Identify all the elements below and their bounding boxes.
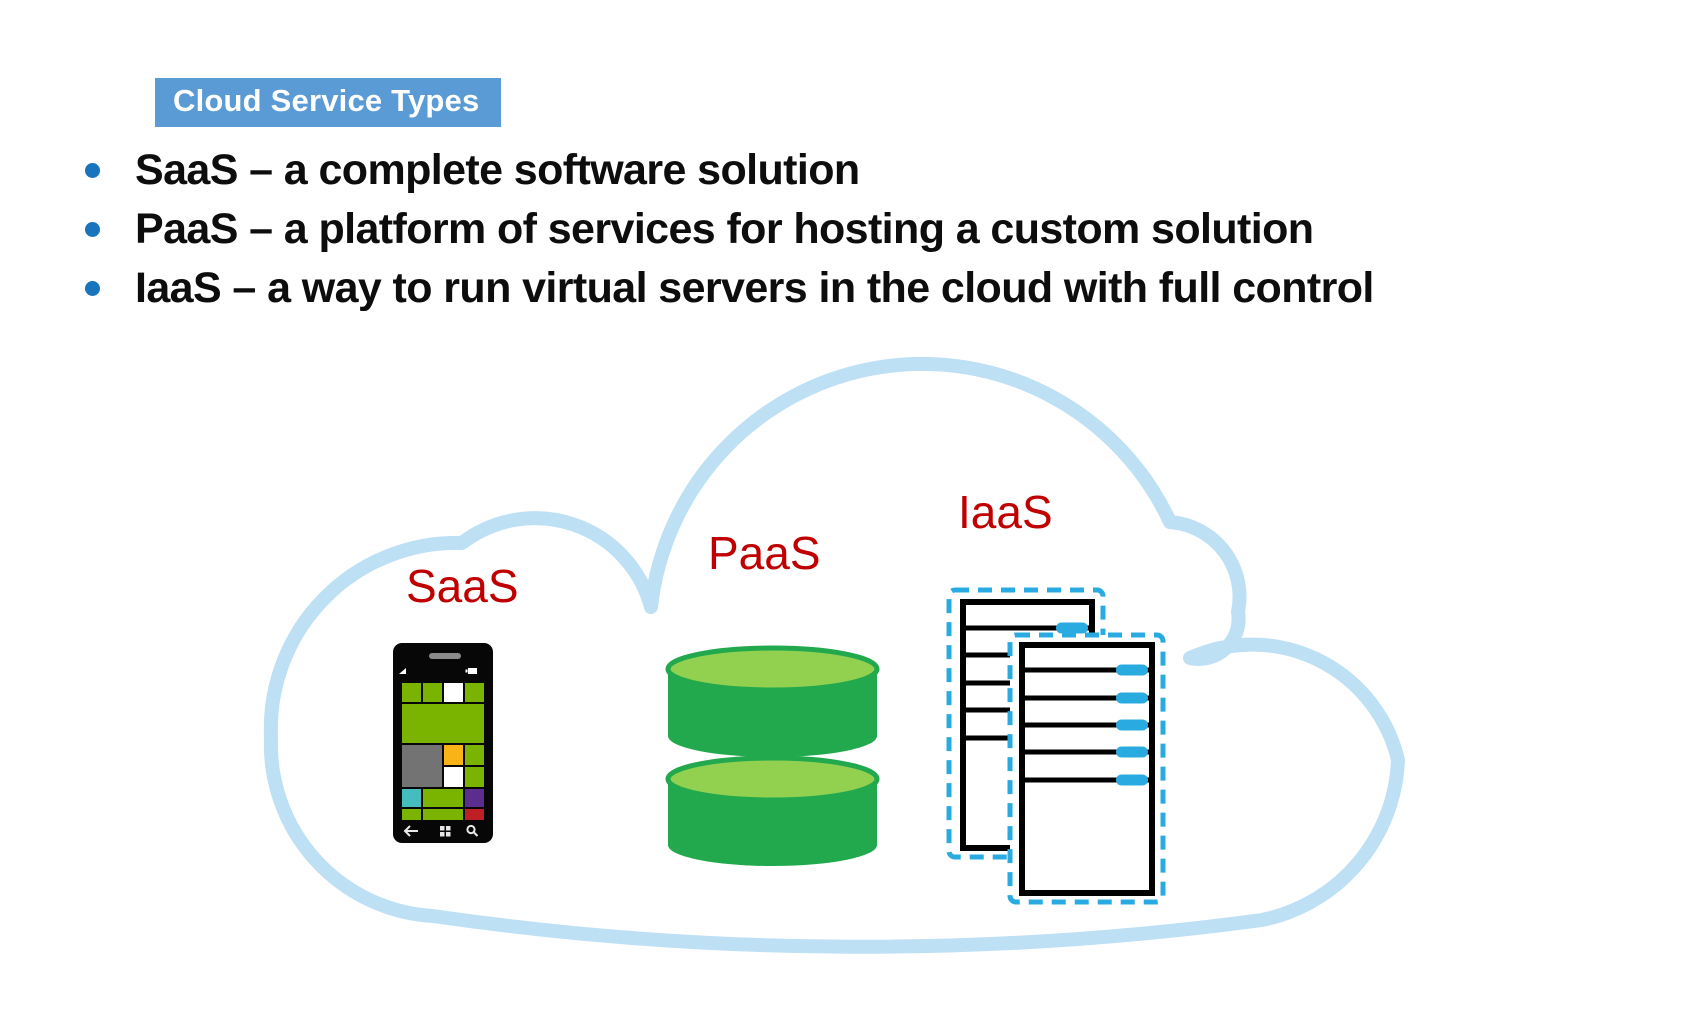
- bullet-text: SaaS – a complete software solution: [135, 146, 860, 194]
- bullet-item-iaas: IaaS – a way to run virtual servers in t…: [85, 259, 1374, 318]
- bullet-item-saas: SaaS – a complete software solution: [85, 141, 1374, 200]
- paas-label: PaaS: [708, 527, 821, 579]
- bullet-text: IaaS – a way to run virtual servers in t…: [135, 264, 1374, 312]
- bullet-dot-icon: [85, 163, 100, 178]
- server-led: [1056, 622, 1088, 634]
- phone-speaker: [429, 653, 461, 659]
- windows-logo-icon: [440, 826, 451, 837]
- bullet-item-paas: PaaS – a platform of services for hostin…: [85, 200, 1374, 259]
- iaas-servers-icon: [946, 587, 1166, 905]
- saas-label: SaaS: [406, 560, 519, 612]
- phone-tiles: [402, 683, 484, 820]
- bullet-text: PaaS – a platform of services for hostin…: [135, 205, 1314, 253]
- search-icon: [466, 824, 479, 837]
- title-badge: Cloud Service Types: [155, 78, 502, 127]
- paas-database-icon: [665, 645, 880, 866]
- database-cylinder-bottom: [665, 755, 880, 866]
- bullet-list: SaaS – a complete software solution PaaS…: [85, 141, 1374, 318]
- phone-nav-buttons: [403, 824, 479, 837]
- iaas-label: IaaS: [958, 486, 1053, 538]
- bullet-dot-icon: [85, 222, 100, 237]
- windows-phone-icon: [393, 643, 493, 843]
- database-cylinder-top: [665, 645, 880, 757]
- back-arrow-icon: [403, 825, 418, 837]
- server-leds: [1116, 664, 1148, 786]
- signal-icon: [399, 668, 406, 674]
- battery-icon: [465, 668, 477, 674]
- server-front: [1007, 632, 1166, 905]
- bullet-dot-icon: [85, 281, 100, 296]
